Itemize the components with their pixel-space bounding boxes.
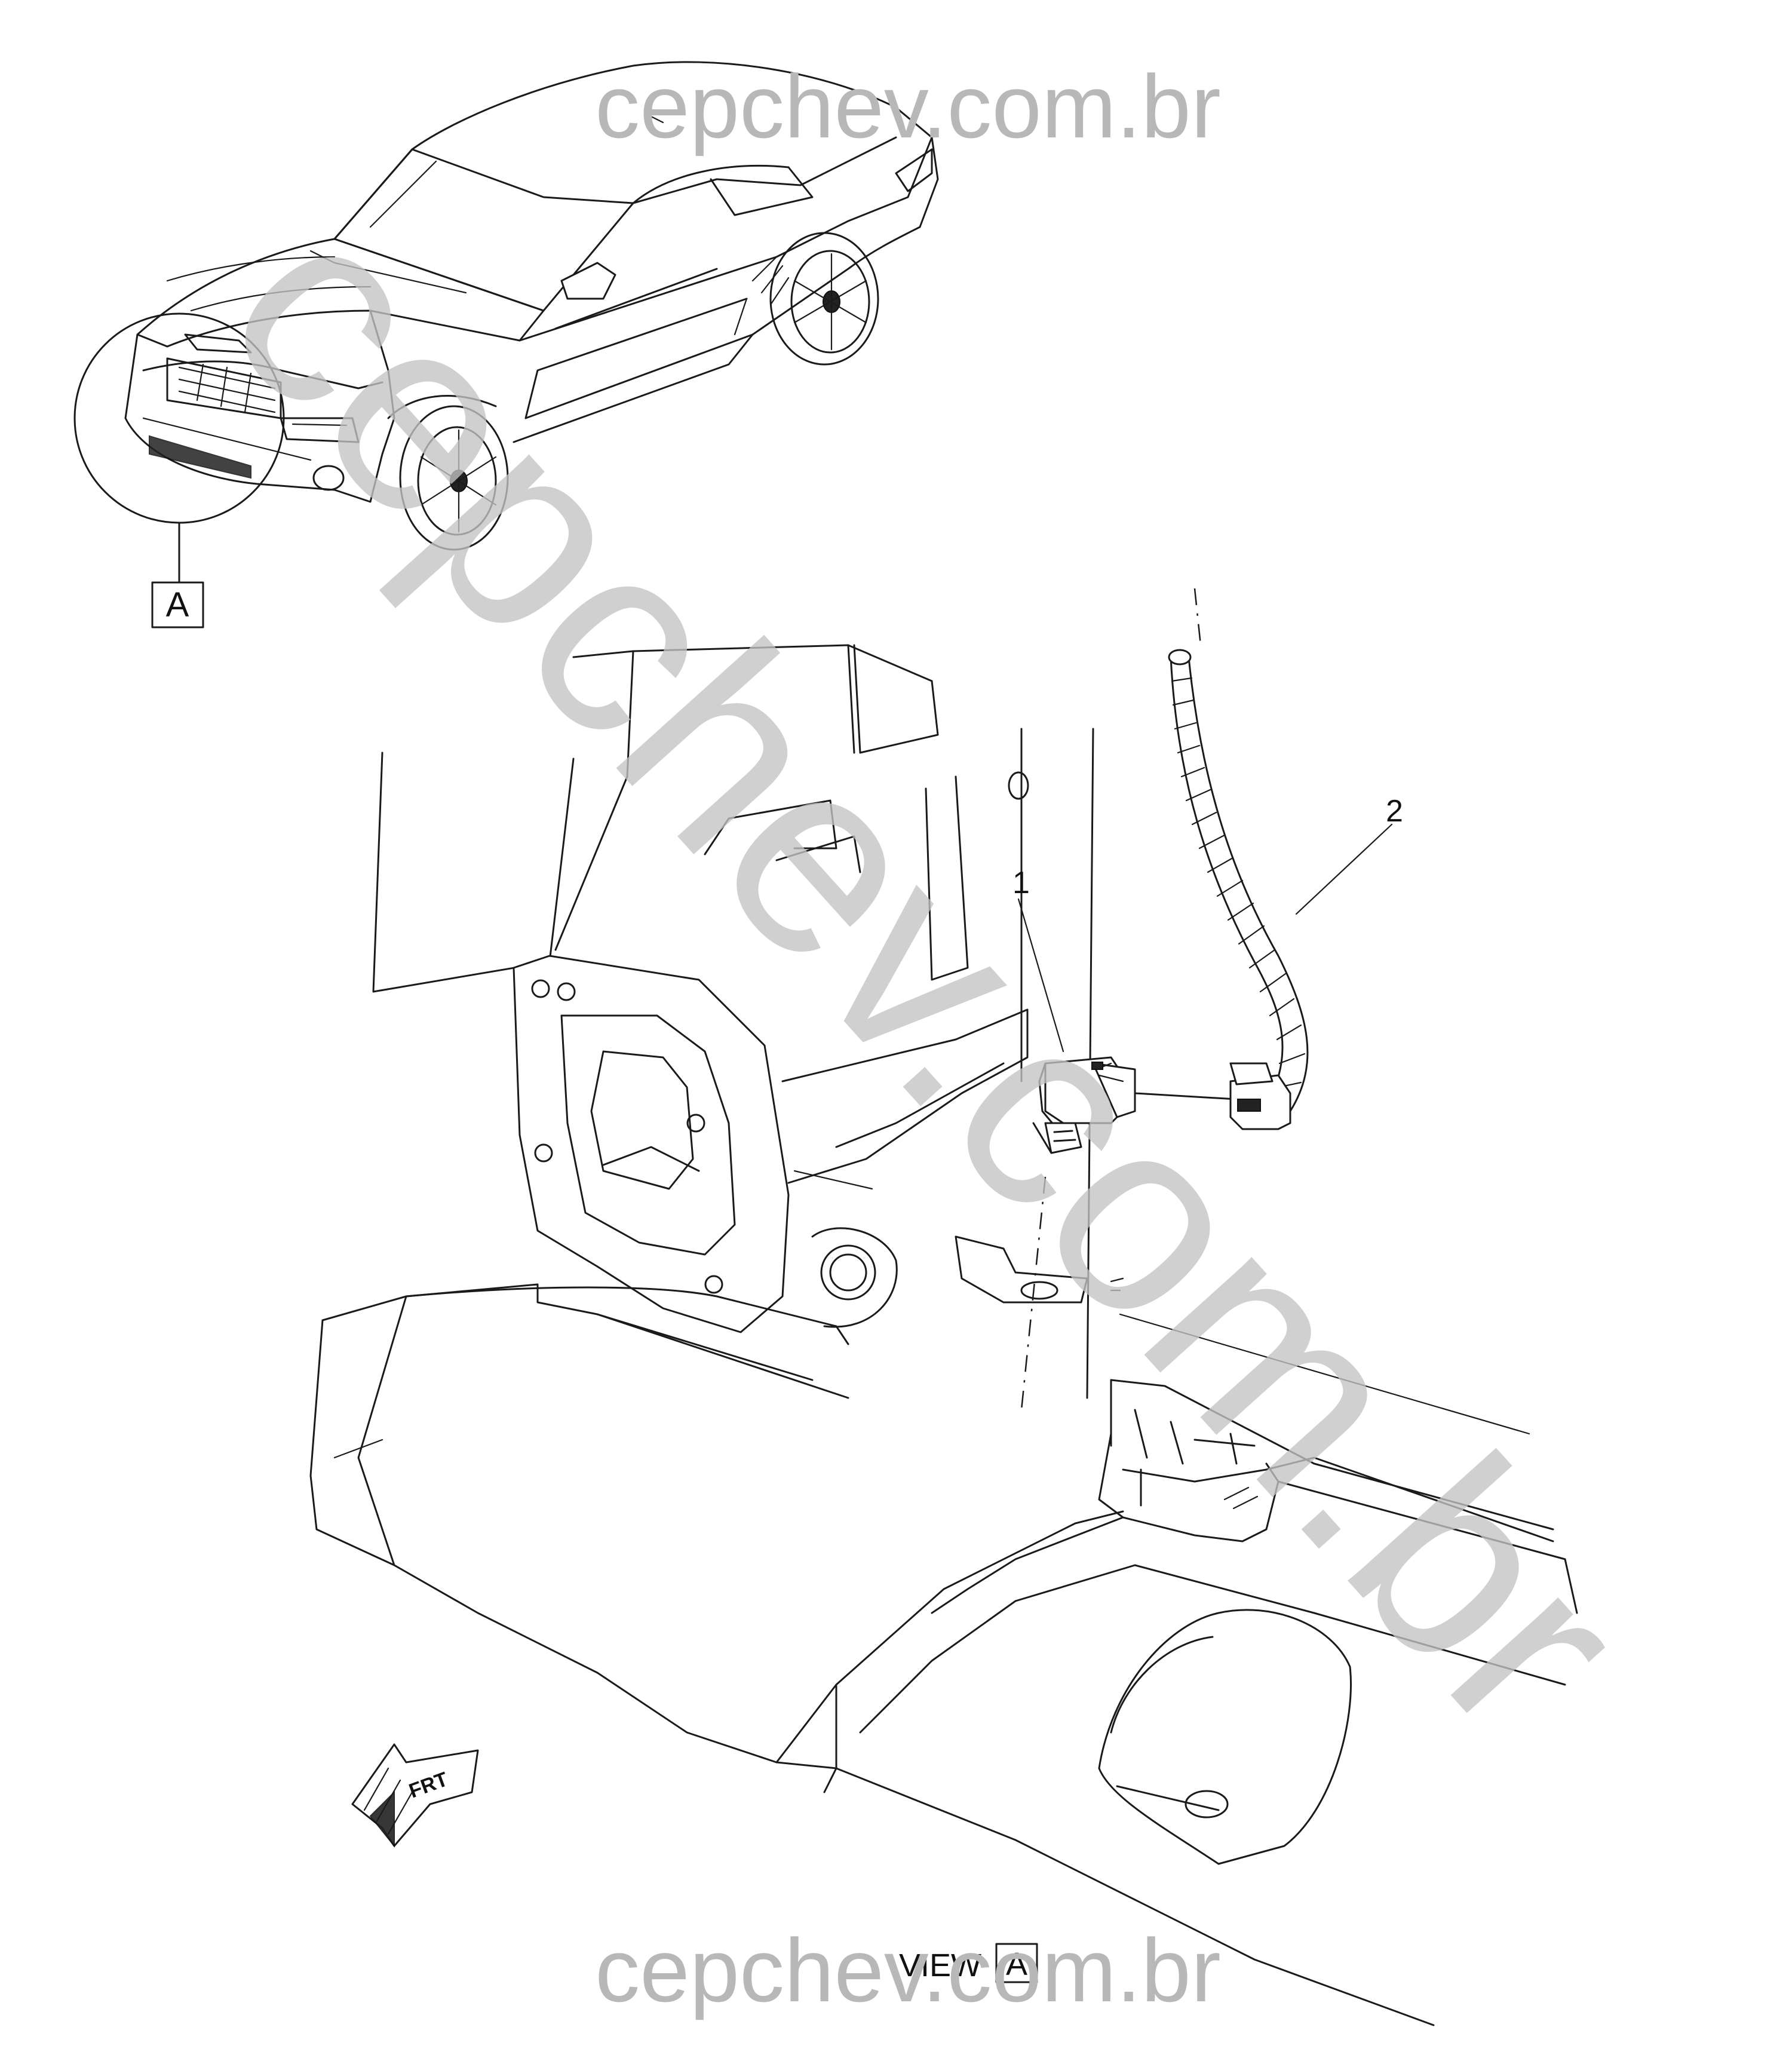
part-1-sensor	[1032, 1056, 1238, 1154]
view-a-label-box	[151, 581, 204, 628]
part-2-harness	[1168, 588, 1309, 1130]
callouts: 1 2	[1012, 794, 1403, 1053]
watermark-top: cepchev.com.br	[595, 56, 1221, 157]
callout-2: 2	[1386, 794, 1403, 829]
front-direction-indicator: FRT	[351, 1743, 479, 1848]
view-a-magnifier: A	[73, 312, 285, 628]
car-overview	[124, 61, 939, 551]
view-letter: A	[1006, 1946, 1027, 1982]
view-a-label: A	[166, 585, 189, 624]
callout-1: 1	[1012, 866, 1030, 900]
view-a-caption: VIEW A	[899, 1943, 1038, 1983]
view-text: VIEW	[899, 1948, 981, 1983]
view-letter-box	[995, 1943, 1038, 1983]
detail-view-a	[309, 644, 1578, 2026]
watermark-diagonal: cepchev.com.br	[170, 157, 1683, 1789]
watermark-bottom: cepchev.com.br	[595, 1920, 1221, 2020]
